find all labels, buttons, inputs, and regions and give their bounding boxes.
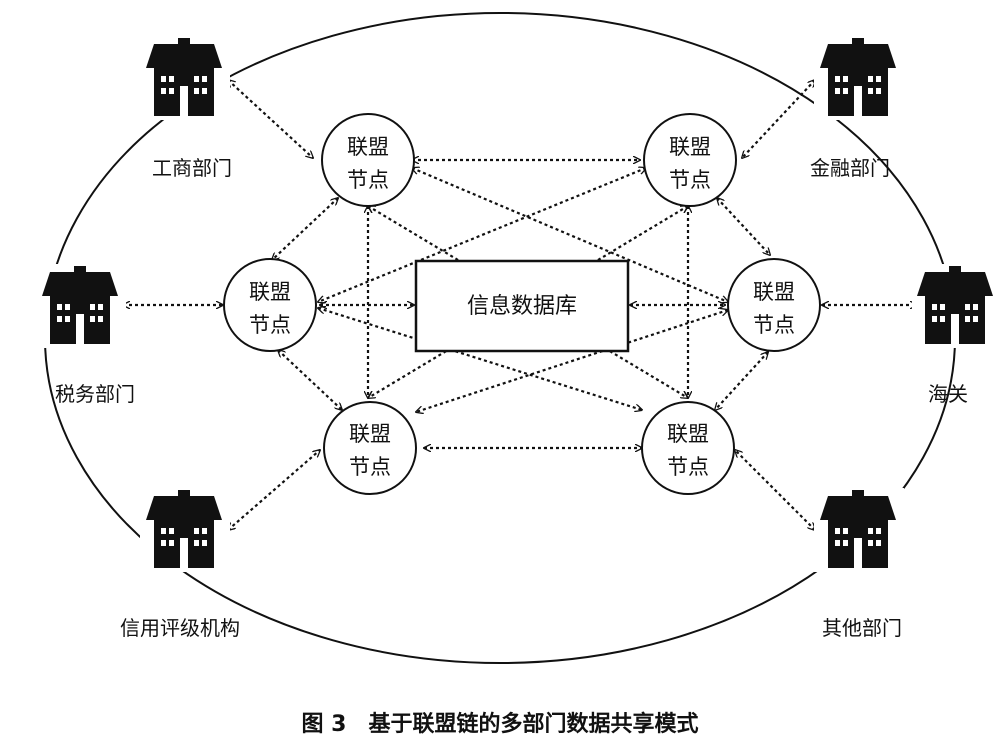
node-label-line2: 节点 xyxy=(349,455,391,479)
node-label-line2: 节点 xyxy=(753,313,795,337)
department-gongshang: 工商部门 xyxy=(140,36,232,180)
node-label-line1: 联盟 xyxy=(669,135,711,159)
alliance-node-middle-left: 联盟 节点 xyxy=(223,258,317,352)
department-label: 其他部门 xyxy=(822,616,902,640)
node-label-line1: 联盟 xyxy=(347,135,389,159)
alliance-node-top-left: 联盟 节点 xyxy=(321,113,415,207)
node-label-line2: 节点 xyxy=(347,168,389,192)
node-label-line2: 节点 xyxy=(249,313,291,337)
node-label-line2: 节点 xyxy=(667,455,709,479)
link-node-tl-ml xyxy=(272,198,338,260)
department-label: 海关 xyxy=(928,382,968,406)
department-qita: 其他部门 xyxy=(814,488,904,640)
building-icon xyxy=(146,38,222,116)
link-node-ml-bl xyxy=(278,350,342,410)
building-icon xyxy=(820,490,896,568)
figure-caption: 图 3 基于联盟链的多部门数据共享模式 xyxy=(302,711,699,737)
node-label-line1: 联盟 xyxy=(349,422,391,446)
building-icon xyxy=(820,38,896,116)
department-label: 信用评级机构 xyxy=(120,616,240,640)
link-gongshang-node xyxy=(228,80,313,158)
building-icon xyxy=(917,266,993,344)
link-node-mr-br xyxy=(715,352,768,410)
alliance-node-middle-right: 联盟 节点 xyxy=(727,258,821,352)
alliance-node-top-right: 联盟 节点 xyxy=(643,113,737,207)
connection-links xyxy=(123,80,917,530)
database-box xyxy=(414,259,630,353)
department-shuiwu: 税务部门 xyxy=(36,264,135,406)
database-label: 信息数据库 xyxy=(467,294,577,319)
alliance-node-bottom-right: 联盟 节点 xyxy=(641,401,735,495)
node-label-line2: 节点 xyxy=(669,168,711,192)
department-jinrong: 金融部门 xyxy=(810,36,904,180)
alliance-node-bottom-left: 联盟 节点 xyxy=(323,401,417,495)
node-label-line1: 联盟 xyxy=(249,280,291,304)
department-xinyong: 信用评级机构 xyxy=(120,488,240,640)
node-label-line1: 联盟 xyxy=(667,422,709,446)
building-icon xyxy=(146,490,222,568)
department-label: 金融部门 xyxy=(810,156,890,180)
link-qita-node xyxy=(735,450,815,530)
department-label: 工商部门 xyxy=(152,156,232,180)
information-database: 信息数据库 xyxy=(414,259,630,353)
link-node-tr-mr xyxy=(717,198,770,255)
department-label: 税务部门 xyxy=(55,382,135,406)
node-label-line1: 联盟 xyxy=(753,280,795,304)
department-haiguan: 海关 xyxy=(912,264,1000,406)
building-icon xyxy=(42,266,118,344)
link-jinrong-node xyxy=(742,80,815,158)
link-xinyong-node xyxy=(228,450,320,530)
